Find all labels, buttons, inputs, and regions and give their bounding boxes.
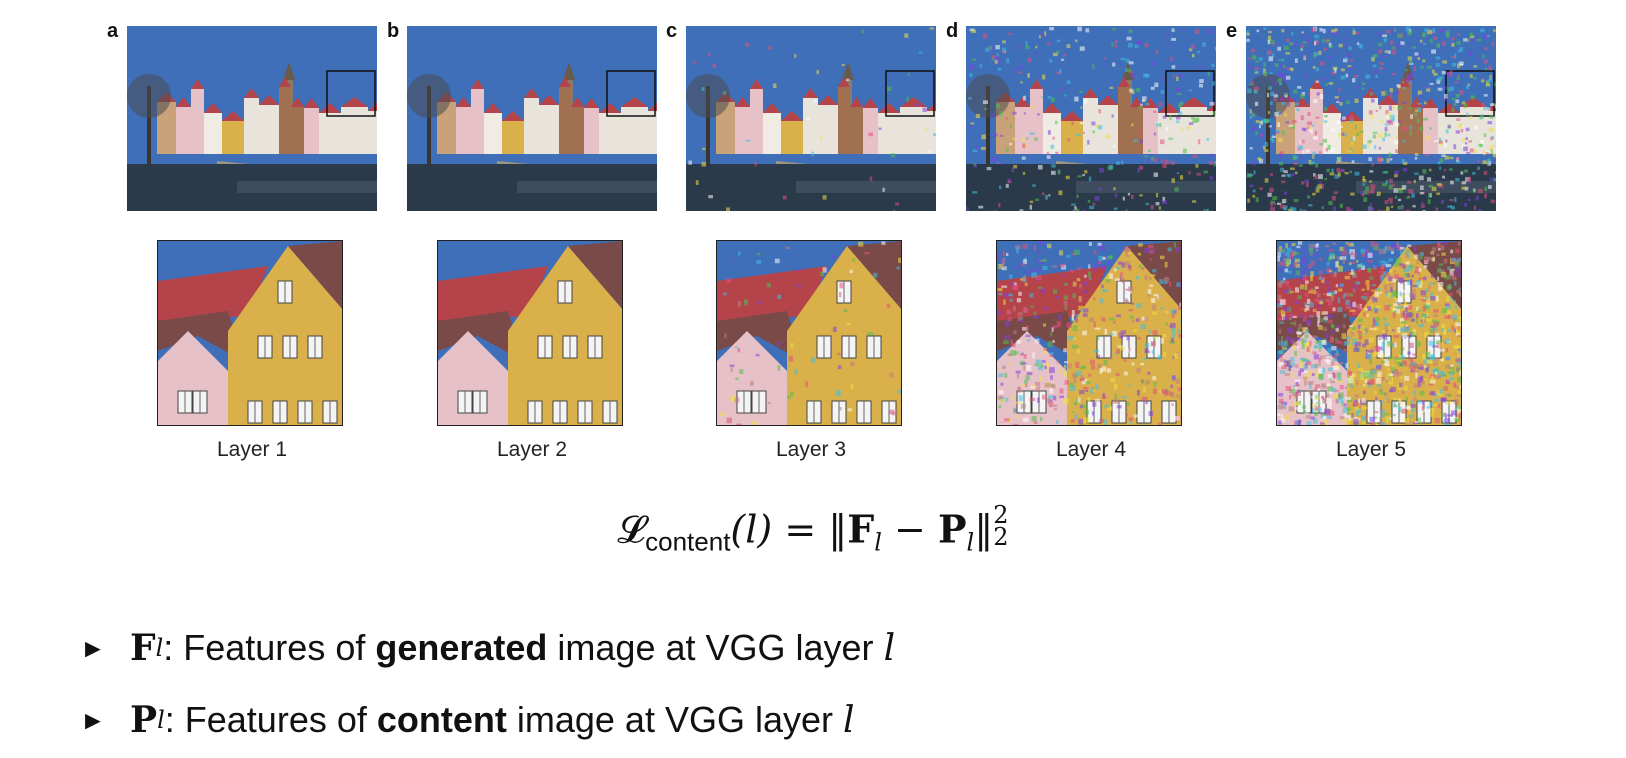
loss-symbol: 𝓛 bbox=[617, 507, 646, 552]
town-photo bbox=[966, 26, 1216, 211]
town-photo bbox=[407, 26, 657, 211]
panel-letter: b bbox=[387, 20, 400, 42]
zoomed-crop-photo bbox=[437, 240, 623, 426]
panel-letter: c bbox=[666, 20, 678, 42]
town-photo-graphic bbox=[686, 26, 936, 211]
panel-letter: a bbox=[107, 20, 119, 42]
zoomed-crop-graphic bbox=[438, 241, 622, 425]
loss-argument: (l) bbox=[730, 507, 773, 552]
zoomed-crop-photo bbox=[716, 240, 902, 426]
norm-superscript: 2 bbox=[993, 501, 1009, 529]
symbol: P bbox=[130, 699, 158, 741]
equals-sign: = bbox=[784, 507, 817, 552]
definition-text: : Features of bbox=[164, 699, 377, 740]
panel-letter: e bbox=[1226, 20, 1238, 42]
panel-letter: d bbox=[946, 20, 959, 42]
layer-caption: Layer 1 bbox=[216, 438, 288, 461]
zoomed-crop-photo bbox=[996, 240, 1182, 426]
zoomed-crop-graphic bbox=[717, 241, 901, 425]
symbol-subscript: l bbox=[155, 634, 164, 662]
zoomed-crop-graphic bbox=[158, 241, 342, 425]
norm-close: ‖ bbox=[974, 507, 994, 552]
layer-variable: l bbox=[883, 627, 896, 669]
feature-term-sub: l bbox=[874, 528, 882, 557]
zoomed-crop-graphic bbox=[997, 241, 1181, 425]
minus-sign: − bbox=[894, 507, 926, 552]
zoomed-crop-photo bbox=[1276, 240, 1462, 426]
town-photo bbox=[127, 26, 377, 211]
zoomed-crop-photo bbox=[157, 240, 343, 426]
loss-subscript: content bbox=[645, 526, 731, 557]
zoomed-crop-graphic bbox=[1277, 241, 1461, 425]
triangle-bullet-icon: ► bbox=[80, 632, 106, 663]
emphasis-text: content bbox=[376, 699, 507, 740]
definition-text: : Features of bbox=[163, 627, 376, 668]
town-photo-graphic bbox=[966, 26, 1216, 211]
feature-term: F bbox=[847, 506, 875, 552]
symbol-subscript: l bbox=[157, 706, 165, 734]
norm-open: ‖ bbox=[828, 507, 848, 552]
layer-caption: Layer 5 bbox=[1335, 438, 1407, 461]
definition-text-cont: image at VGG layer bbox=[506, 699, 844, 740]
town-photo bbox=[1246, 26, 1496, 211]
town-photo-graphic bbox=[1246, 26, 1496, 211]
norm-subscript: 2 bbox=[993, 522, 1009, 551]
symbol: F bbox=[130, 627, 156, 669]
town-photo-graphic bbox=[407, 26, 657, 211]
content-term-sub: l bbox=[966, 528, 975, 557]
town-photo-graphic bbox=[127, 26, 377, 211]
content-term: P bbox=[937, 506, 967, 552]
layer-caption: Layer 4 bbox=[1055, 438, 1127, 461]
layer-caption: Layer 3 bbox=[775, 438, 847, 461]
town-photo bbox=[686, 26, 936, 211]
definition-text-cont: image at VGG layer bbox=[547, 627, 884, 668]
layer-caption: Layer 2 bbox=[496, 438, 568, 461]
emphasis-text: generated bbox=[375, 627, 548, 668]
triangle-bullet-icon: ► bbox=[80, 704, 106, 735]
layer-variable: l bbox=[843, 699, 855, 741]
